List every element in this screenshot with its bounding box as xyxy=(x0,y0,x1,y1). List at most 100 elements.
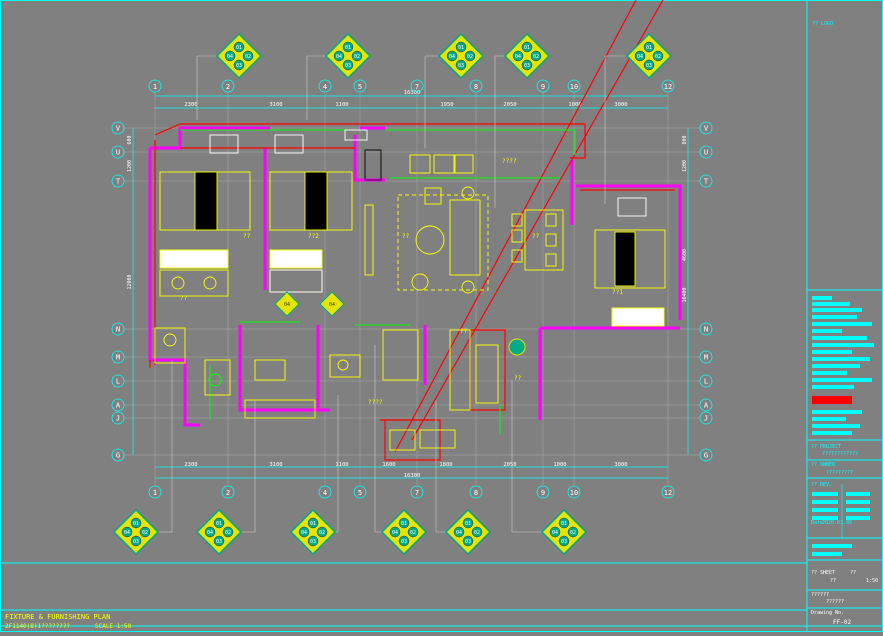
grid-bubble-left xyxy=(111,121,125,135)
grid-bubble-left xyxy=(111,350,125,364)
title-bar xyxy=(812,357,870,361)
grid-bubble-top xyxy=(536,79,550,93)
title-bar xyxy=(812,424,860,428)
callout-diamond xyxy=(540,508,588,556)
title-bar xyxy=(812,417,846,421)
revision-stamp xyxy=(812,396,852,404)
callout-dot xyxy=(130,535,142,547)
callout-number: 01 xyxy=(345,45,351,51)
title-bar xyxy=(812,364,860,368)
dim-left: 1200 xyxy=(127,160,133,172)
grid-label-top: 2 xyxy=(226,83,230,91)
furniture xyxy=(154,129,666,451)
callout-number: 03 xyxy=(561,539,567,545)
title-block-bars xyxy=(812,296,874,435)
grid-label-right: M xyxy=(704,354,708,362)
callout-dot xyxy=(567,526,579,538)
plan-title: FIXTURE & FURNISHING PLAN xyxy=(5,613,110,621)
grid-bubble-top xyxy=(221,79,235,93)
callout-dot xyxy=(634,50,646,62)
callout-dot xyxy=(130,517,142,529)
info-label-project: ?? PROJECT xyxy=(811,444,841,450)
grid-label-left: V xyxy=(116,125,121,133)
grid-bubble-bottom xyxy=(661,485,675,499)
callout-number: 01 xyxy=(646,45,652,51)
callout-number: 01 xyxy=(524,45,530,51)
title-grid-cell xyxy=(812,500,838,504)
title-bar xyxy=(812,371,847,375)
grid-bubble-bottom xyxy=(148,485,162,499)
grid-label-top: 1 xyxy=(153,83,157,91)
title-bar xyxy=(812,322,872,326)
grid-label-left: T xyxy=(116,178,121,186)
callout-dot xyxy=(213,535,225,547)
title-grid-cell xyxy=(846,500,870,504)
callout-number: 04 xyxy=(456,530,462,536)
grid-label-right: N xyxy=(704,326,708,334)
callout-number: 03 xyxy=(524,63,530,69)
title-bar xyxy=(812,350,852,354)
title-bar xyxy=(812,343,874,347)
callout-number: 04 xyxy=(284,302,290,308)
callout-number: 04 xyxy=(637,54,643,60)
callout-number: 03 xyxy=(345,63,351,69)
dim-left: 600 xyxy=(127,135,133,144)
callout-diamond xyxy=(215,32,263,80)
title-bar xyxy=(812,336,867,340)
grid-bubble-right xyxy=(699,411,713,425)
callout-number: 02 xyxy=(474,530,480,536)
callout-number: 04 xyxy=(336,54,342,60)
grid-bubble-bottom xyxy=(469,485,483,499)
callout-dot xyxy=(224,50,236,62)
callout-number: 03 xyxy=(310,539,316,545)
grid-label-bottom: 12 xyxy=(664,489,672,497)
dim-top: 2300 xyxy=(184,102,197,108)
dim-bottom: 2300 xyxy=(184,462,197,468)
callout-number: 03 xyxy=(646,63,652,69)
callout-dot xyxy=(643,41,655,53)
dim-bottom: 1600 xyxy=(382,462,395,468)
callout-number: 01 xyxy=(465,521,471,527)
room-label-kitchen-tag: ?? xyxy=(460,328,468,335)
callout-dot xyxy=(446,50,458,62)
plan-scale: SCALE 1:50 xyxy=(95,623,132,630)
callout-diamond xyxy=(324,32,372,80)
callout-inline: 04 xyxy=(274,291,300,317)
callout-number: 04 xyxy=(124,530,130,536)
grid-label-left: J xyxy=(116,415,120,423)
callout-number: 04 xyxy=(552,530,558,536)
grid-bubble-right xyxy=(699,398,713,412)
callout-dot xyxy=(462,535,474,547)
callout-diamond xyxy=(380,508,428,556)
dim-top: 1000 xyxy=(568,102,581,108)
title-grid-cell xyxy=(812,544,852,548)
callout-number: 03 xyxy=(216,539,222,545)
callout-number: 03 xyxy=(401,539,407,545)
callout-number: 01 xyxy=(458,45,464,51)
title-grid-cell xyxy=(846,508,870,512)
room-labels: ?? ??2 ?? ???? ?? ??1 ?? ???? ?? ?? xyxy=(180,158,623,406)
callout-number: 01 xyxy=(310,521,316,527)
grid-bubble-right xyxy=(699,121,713,135)
callout-dot xyxy=(558,535,570,547)
grid-bubble-left xyxy=(111,322,125,336)
dim-top: 1950 xyxy=(440,102,453,108)
callout-diamond xyxy=(112,508,160,556)
grid-bubble-bottom xyxy=(353,485,367,499)
meta-scale-label: ?? xyxy=(850,570,856,576)
meta-note-label: ?????? xyxy=(811,592,829,598)
grid-bubble-left xyxy=(111,398,125,412)
callout-dot xyxy=(333,50,345,62)
dim-left: 12000 xyxy=(127,274,133,289)
dim-right: 4600 xyxy=(682,249,688,261)
title-bar xyxy=(812,302,850,306)
callout-number: 01 xyxy=(401,521,407,527)
